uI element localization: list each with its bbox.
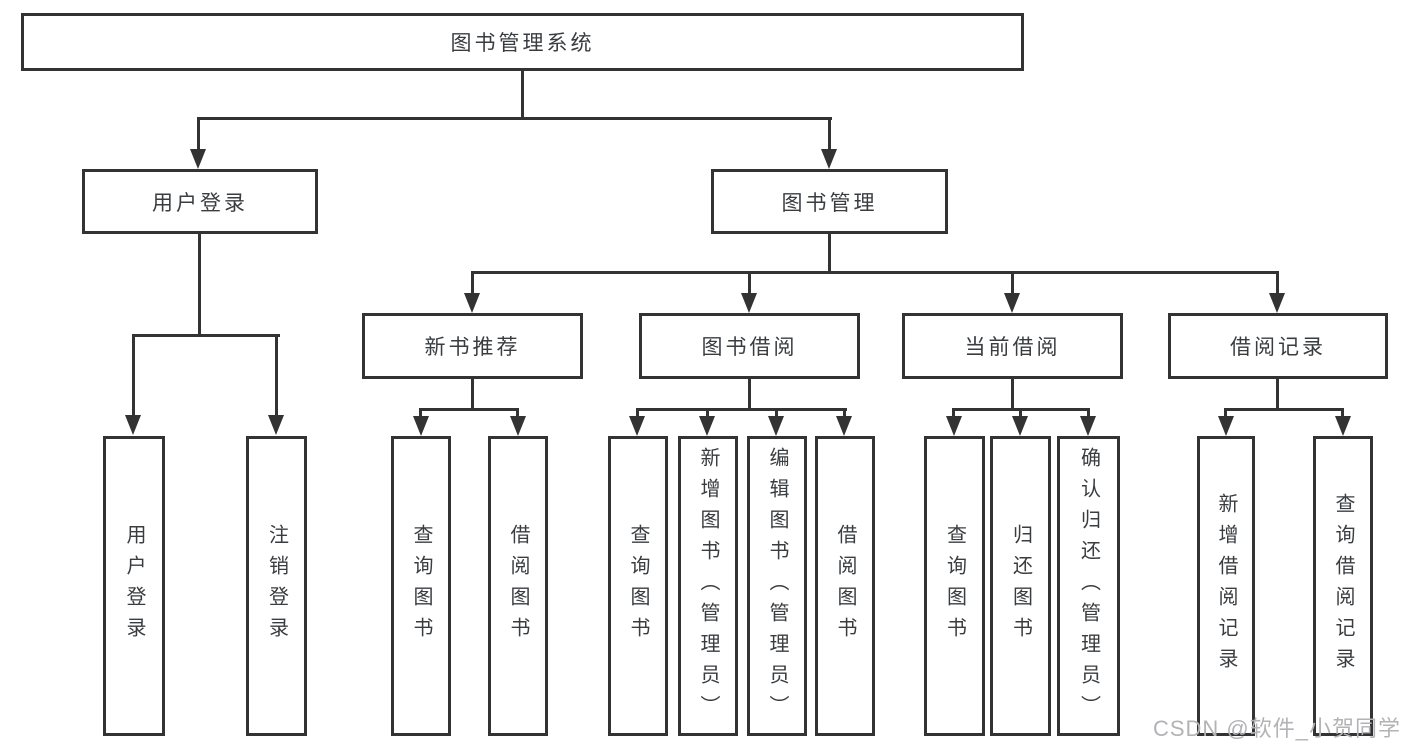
node-leaf-query-book-3: 查询图书 [924, 436, 985, 736]
connector-line [197, 117, 200, 150]
arrow-down-icon [464, 293, 480, 313]
arrow-down-icon [268, 415, 284, 435]
node-leaf-confirm-return-admin: 确认归还（管理员） [1057, 436, 1120, 736]
node-leaf-add-book-admin: 新增图书（管理员） [678, 436, 738, 736]
connector-line [521, 70, 524, 118]
arrow-down-icon [836, 416, 852, 436]
node-leaf-borrow-book-2: 借阅图书 [815, 436, 875, 736]
node-leaf-return-book: 归还图书 [990, 436, 1051, 736]
connector-line [419, 408, 422, 418]
leaf-label: 新增借阅记录 [1215, 493, 1237, 679]
node-leaf-query-borrow-record: 查询借阅记录 [1313, 436, 1373, 736]
arrow-down-icon [699, 416, 715, 436]
connector-line [471, 271, 1279, 274]
arrow-down-icon [629, 416, 645, 436]
leaf-label: 查询图书 [627, 524, 649, 648]
connector-line [1276, 377, 1279, 410]
connector-line [952, 408, 955, 418]
arrow-down-icon [741, 293, 757, 313]
connector-line [636, 408, 847, 411]
arrow-down-icon [1004, 293, 1020, 313]
connector-line [1276, 271, 1279, 295]
arrow-down-icon [510, 416, 526, 436]
arrow-down-icon [1080, 416, 1096, 436]
connector-line [706, 408, 709, 418]
node-borrowing-records: 借阅记录 [1168, 313, 1388, 379]
connector-line [828, 232, 831, 273]
arrow-down-icon [1335, 416, 1351, 436]
connector-line [275, 334, 278, 416]
node-library-management-system: 图书管理系统 [21, 13, 1024, 71]
node-leaf-logout: 注销登录 [246, 436, 307, 736]
connector-line [636, 408, 639, 418]
leaf-label: 查询图书 [943, 524, 966, 648]
connector-line [1019, 408, 1022, 418]
connector-line [843, 408, 846, 418]
connector-line [419, 408, 519, 411]
node-leaf-query-book-2: 查询图书 [608, 436, 668, 736]
node-current-borrowing: 当前借阅 [902, 313, 1123, 379]
watermark: CSDN @软件_小贺同学 [1152, 716, 1401, 741]
connector-line [516, 408, 519, 418]
node-leaf-query-book-1: 查询图书 [391, 436, 451, 736]
arrow-down-icon [1012, 416, 1028, 436]
leaf-label: 用户登录 [123, 524, 145, 648]
node-book-management: 图书管理 [711, 169, 948, 234]
arrow-down-icon [1269, 293, 1285, 313]
leaf-label: 新增图书（管理员） [697, 446, 719, 726]
connector-line [1011, 377, 1014, 410]
leaf-label: 查询图书 [410, 524, 432, 648]
connector-line [1341, 408, 1344, 418]
arrow-down-icon [946, 416, 962, 436]
connector-line [132, 334, 280, 337]
connector-line [748, 271, 751, 295]
node-new-book-recommend: 新书推荐 [362, 313, 583, 379]
arrow-down-icon [413, 416, 429, 436]
arrow-down-icon [768, 416, 784, 436]
connector-line [748, 377, 751, 410]
arrow-down-icon [125, 415, 141, 435]
node-book-borrowing: 图书借阅 [639, 313, 860, 379]
connector-line [775, 408, 778, 418]
connector-line [197, 117, 832, 120]
leaf-label: 归还图书 [1009, 524, 1032, 648]
arrow-down-icon [1218, 416, 1234, 436]
connector-line [132, 334, 135, 416]
leaf-label: 借阅图书 [507, 524, 529, 648]
leaf-label: 查询借阅记录 [1332, 493, 1354, 679]
connector-line [1224, 408, 1344, 411]
connector-line [828, 117, 831, 150]
node-leaf-add-borrow-record: 新增借阅记录 [1197, 436, 1255, 736]
node-user-login: 用户登录 [82, 169, 318, 234]
leaf-label: 借阅图书 [834, 524, 856, 648]
leaf-label: 编辑图书（管理员） [766, 446, 788, 726]
arrow-down-icon [190, 149, 206, 169]
connector-line [1087, 408, 1090, 418]
connector-line [1011, 271, 1014, 295]
leaf-label: 确认归还（管理员） [1077, 446, 1100, 726]
node-leaf-user-login: 用户登录 [103, 436, 165, 736]
node-leaf-edit-book-admin: 编辑图书（管理员） [747, 436, 807, 736]
node-leaf-borrow-book-1: 借阅图书 [488, 436, 548, 736]
leaf-label: 注销登录 [265, 524, 288, 648]
connector-line [198, 232, 201, 336]
connector-line [1224, 408, 1227, 418]
connector-line [471, 377, 474, 410]
connector-line [471, 271, 474, 295]
arrow-down-icon [821, 149, 837, 169]
